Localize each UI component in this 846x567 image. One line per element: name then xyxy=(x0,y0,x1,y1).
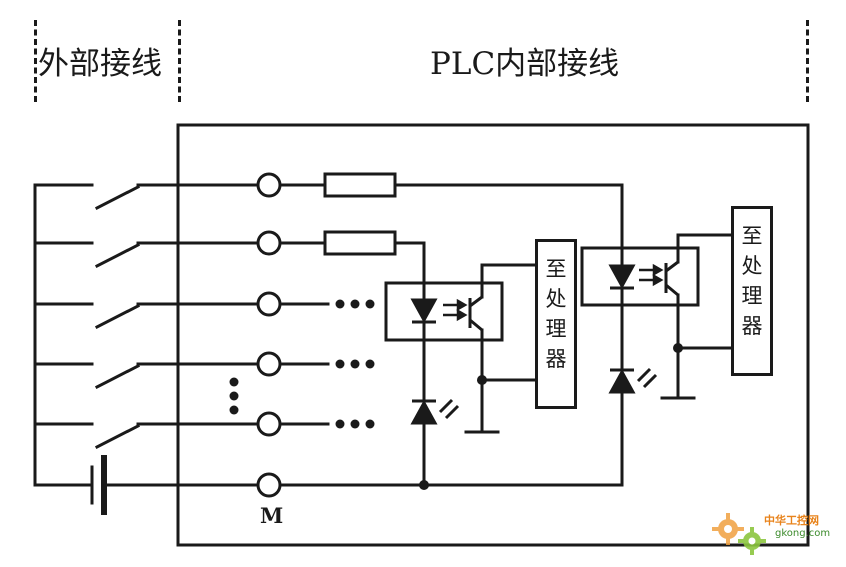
input-terminal-4 xyxy=(256,351,282,377)
junction-dot xyxy=(419,480,429,490)
optocoupler-2-light-arrows xyxy=(639,263,664,287)
input-switch-3 xyxy=(33,302,260,330)
continuation-dots-vertical xyxy=(229,377,239,415)
input-terminal-2 xyxy=(256,230,282,256)
optocoupler-1-led xyxy=(410,298,438,324)
indicator-led-2 xyxy=(608,367,658,394)
processor-char: 处 xyxy=(545,287,567,311)
optocoupler-1-phototransistor xyxy=(468,295,483,332)
common-terminal-m xyxy=(256,472,282,498)
junction-dot xyxy=(673,343,683,353)
processor-char: 处 xyxy=(741,254,763,278)
input-terminal-5 xyxy=(256,411,282,437)
to-processor-box-2: 至 处 理 器 xyxy=(731,206,773,376)
optocoupler-2 xyxy=(580,246,700,307)
input-terminal-1 xyxy=(256,172,282,198)
processor-char: 理 xyxy=(545,317,567,341)
right-boundary-dashed-line xyxy=(806,20,809,102)
optocoupler-2-phototransistor xyxy=(664,260,679,297)
processor-char: 至 xyxy=(741,224,763,248)
processor-char: 至 xyxy=(545,257,567,281)
input-switch-5 xyxy=(33,422,260,450)
indicator-led-1 xyxy=(410,398,460,425)
watermark-url: gkong.com xyxy=(775,528,831,539)
input-resistor-2 xyxy=(323,230,397,256)
watermark-logo xyxy=(712,513,766,555)
processor-char: 器 xyxy=(741,314,763,338)
continuation-dots-horizontal xyxy=(335,299,375,429)
junction-dot xyxy=(477,375,487,385)
input-switch-4 xyxy=(33,362,260,390)
divider-dashed-line xyxy=(178,20,181,102)
plc-enclosure xyxy=(176,123,810,547)
left-boundary-dashed-line xyxy=(34,20,37,102)
input-resistor-1 xyxy=(323,172,397,198)
processor-char: 理 xyxy=(741,284,763,308)
optocoupler-1-light-arrows xyxy=(443,298,468,322)
to-processor-box-1: 至 处 理 器 xyxy=(535,239,577,409)
input-switch-1 xyxy=(33,183,260,211)
watermark-name: 中华工控网 xyxy=(764,514,819,527)
external-wiring-label: 外部接线 xyxy=(38,46,162,82)
common-terminal-label: M xyxy=(260,503,284,528)
optocoupler-1 xyxy=(384,281,504,342)
optocoupler-2-led xyxy=(608,264,636,290)
plc-internal-wiring-label: PLC内部接线 xyxy=(430,46,620,82)
input-switch-2 xyxy=(33,241,260,269)
dc-battery-symbol xyxy=(33,455,260,515)
processor-char: 器 xyxy=(545,347,567,371)
input-terminal-3 xyxy=(256,291,282,317)
